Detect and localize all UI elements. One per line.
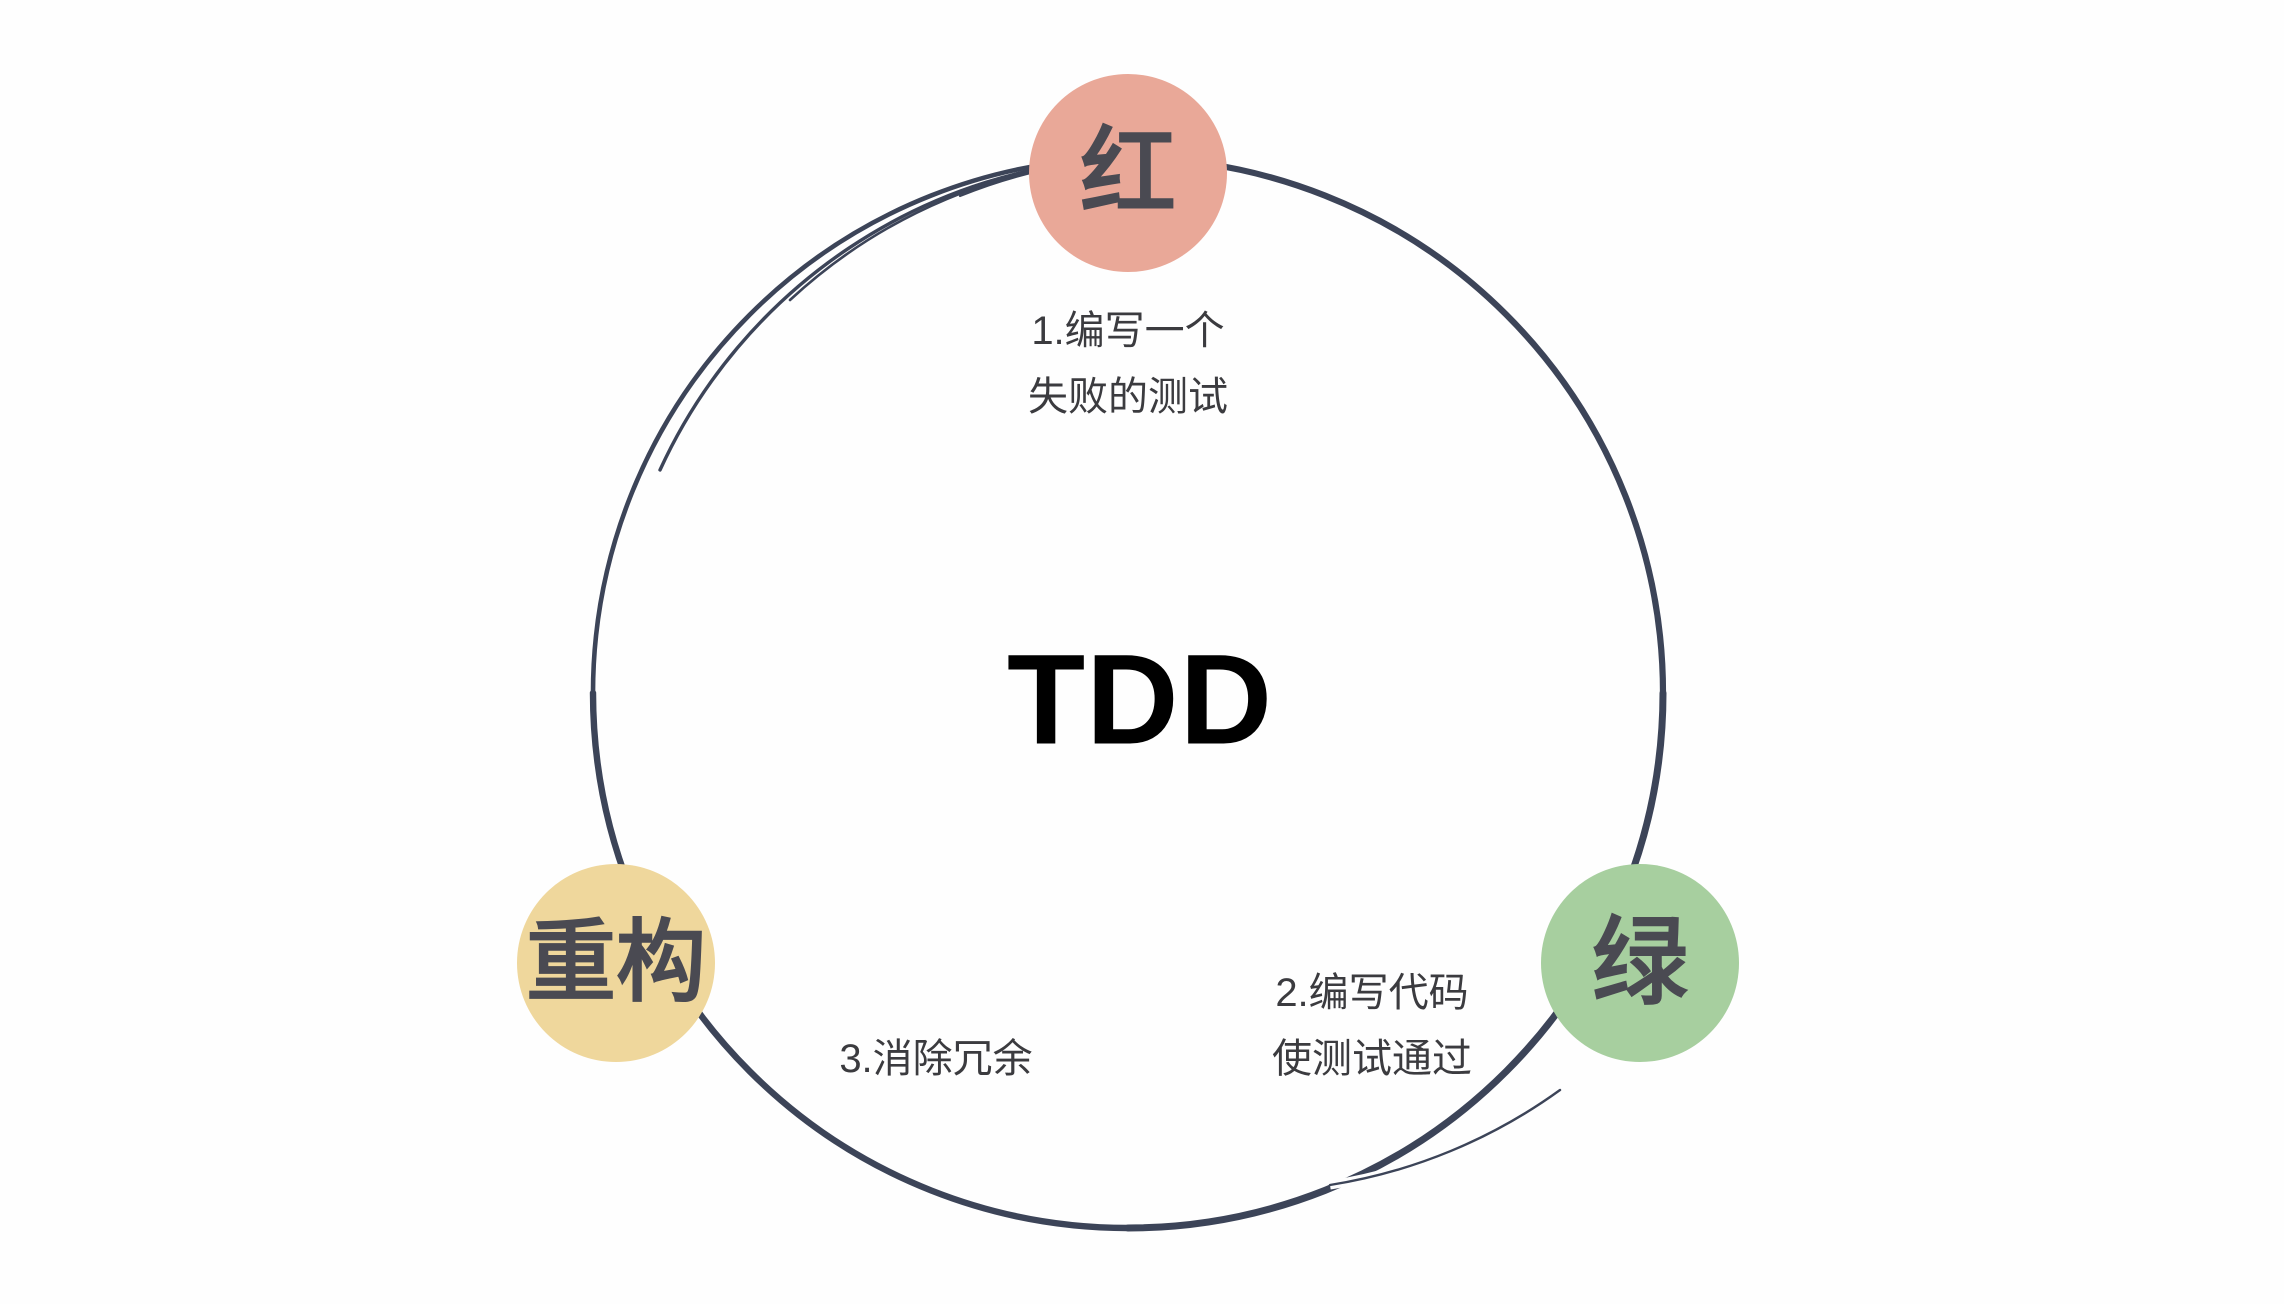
node-red[interactable]: 红 xyxy=(1029,74,1227,272)
step-1-line-1: 1.编写一个 xyxy=(1031,309,1224,353)
cycle-arc-bottom-left xyxy=(589,689,1132,1232)
step-2-line-1: 2.编写代码 xyxy=(1275,971,1468,1015)
node-green[interactable]: 绿 xyxy=(1541,864,1739,1062)
step-2-text: 2.编写代码 使测试通过 xyxy=(1272,971,1472,1081)
cycle-arc-top-right xyxy=(1124,154,1667,697)
step-1-line-2: 失败的测试 xyxy=(1028,375,1228,419)
node-refactor-label: 重构 xyxy=(526,913,706,1013)
node-red-circle[interactable] xyxy=(1029,74,1227,272)
node-green-circle[interactable] xyxy=(1541,864,1739,1062)
node-green-label: 绿 xyxy=(1592,910,1689,1017)
step-2-line-2: 使测试通过 xyxy=(1272,1037,1472,1081)
cycle-arc-left-top xyxy=(590,155,1131,696)
step-3-line-1: 3.消除冗余 xyxy=(839,1037,1032,1081)
node-red-label: 红 xyxy=(1080,120,1176,227)
center-title: TDD xyxy=(1007,629,1273,772)
step-3-text: 3.消除冗余 xyxy=(839,1037,1032,1081)
cycle-arc-right-bottom xyxy=(1124,689,1667,1232)
cycle-arc-taper-e xyxy=(1328,1088,1562,1187)
step-1-text: 1.编写一个 失败的测试 xyxy=(1028,309,1228,419)
cycle-ring-group xyxy=(589,154,1667,1232)
node-refactor[interactable]: 重构 xyxy=(517,864,715,1062)
node-refactor-circle[interactable] xyxy=(517,864,715,1062)
